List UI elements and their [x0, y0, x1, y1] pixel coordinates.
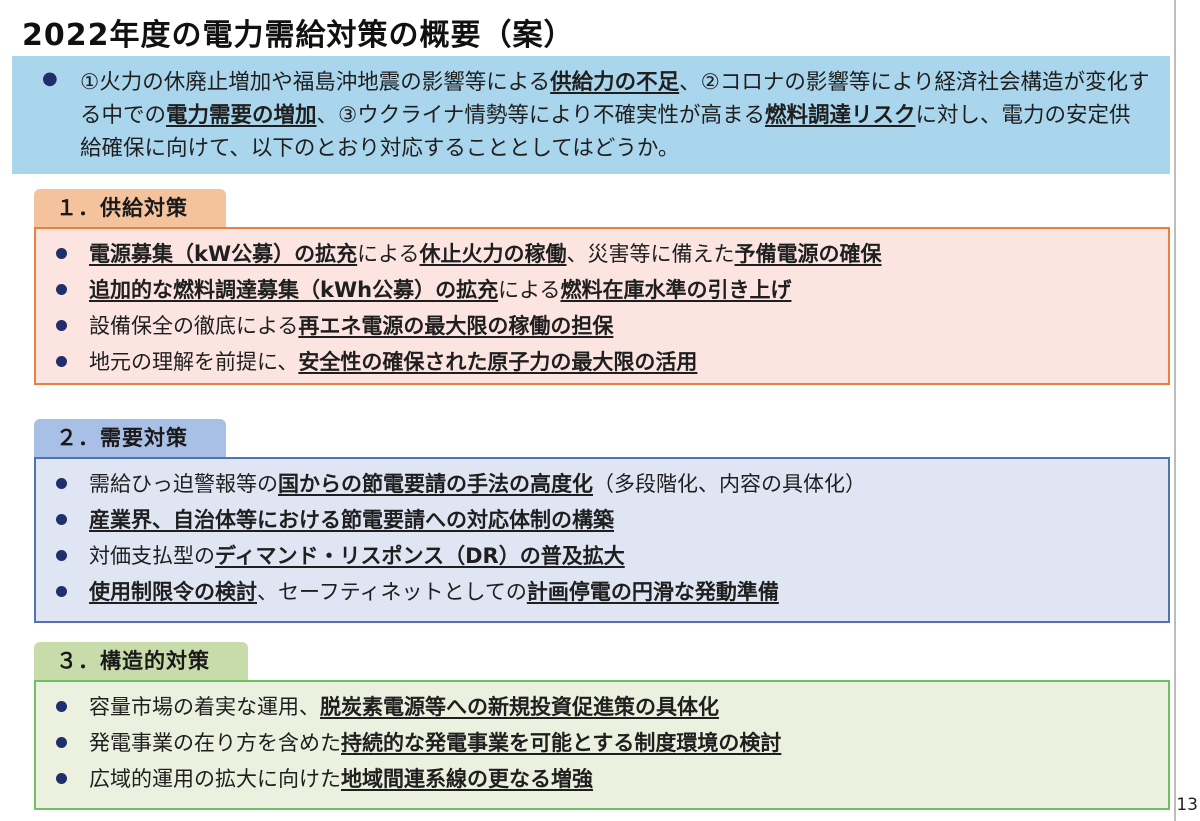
item-text: による [357, 242, 420, 266]
item-highlight: 燃料在庫水準の引き上げ [560, 278, 792, 302]
bullet-icon: ● [42, 68, 58, 89]
item-text: 、災害等に備えた [566, 242, 735, 266]
intro-box: ● ①火力の休廃止増加や福島沖地震の影響等による供給力の不足、②コロナの影響等に… [12, 56, 1170, 174]
list-item: 電源募集（kW公募）の拡充による休止火力の稼働、災害等に備えた予備電源の確保 [56, 235, 1168, 271]
item-highlight: 予備電源の確保 [734, 242, 882, 266]
section-label: ３．構造的対策 [34, 642, 248, 680]
section-label: １．供給対策 [34, 189, 226, 227]
bullet-icon [56, 477, 67, 489]
section-box: 電源募集（kW公募）の拡充による休止火力の稼働、災害等に備えた予備電源の確保 追… [34, 227, 1170, 385]
item-highlight: ディマンド・リスポンス（DR）の普及拡大 [215, 544, 625, 568]
list-item: 対価支払型のディマンド・リスポンス（DR）の普及拡大 [56, 537, 1168, 573]
intro-text-part: 、②コロナの影響等により経済社会構造が変化する中での [80, 70, 1150, 128]
item-highlight: 計画停電の円滑な発動準備 [526, 580, 779, 604]
list-item: 追加的な燃料調達募集（kWh公募）の拡充による燃料在庫水準の引き上げ [56, 271, 1168, 307]
bullet-icon [56, 283, 67, 295]
item-highlight: 使用制限令の検討 [89, 580, 257, 604]
list-item: 容量市場の着実な運用、脱炭素電源等への新規投資促進策の具体化 [56, 688, 1168, 724]
bullet-icon [56, 549, 67, 561]
item-highlight: 再エネ電源の最大限の稼働の担保 [298, 314, 614, 338]
intro-highlight-demand-increase: 電力需要の増加 [166, 103, 317, 128]
item-highlight: 持続的な発電事業を可能とする制度環境の検討 [341, 731, 782, 755]
intro-text: ①火力の休廃止増加や福島沖地震の影響等による供給力の不足、②コロナの影響等により… [80, 66, 1150, 165]
list-item: 発電事業の在り方を含めた持続的な発電事業を可能とする制度環境の検討 [56, 724, 1168, 760]
intro-text-part: 、③ウクライナ情勢等により不確実性が高まる [316, 103, 765, 128]
section-box: 需給ひっ迫警報等の国からの節電要請の手法の高度化（多段階化、内容の具体化） 産業… [34, 457, 1170, 623]
page-number: 13 [1176, 795, 1198, 815]
list-item: 設備保全の徹底による再エネ電源の最大限の稼働の担保 [56, 307, 1168, 343]
list-item: 産業界、自治体等における節電要請への対応体制の構築 [56, 501, 1168, 537]
intro-highlight-fuel-risk: 燃料調達リスク [764, 103, 916, 128]
list-item: 地元の理解を前提に、安全性の確保された原子力の最大限の活用 [56, 343, 1168, 379]
page-title: 2022年度の電力需給対策の概要（案） [22, 18, 575, 53]
item-highlight: 国からの節電要請の手法の高度化 [278, 472, 593, 496]
list-item: 使用制限令の検討、セーフティネットとしての計画停電の円滑な発動準備 [56, 573, 1168, 609]
item-highlight: 電源募集（kW公募）の拡充 [89, 242, 358, 266]
item-text: （多段階化、内容の具体化） [593, 472, 866, 496]
bullet-icon [56, 736, 67, 748]
item-highlight: 休止火力の稼働 [419, 242, 567, 266]
intro-text-part: に対し、電力の安定供給確保に向けて、以下のとおり対応することとしてはどうか。 [80, 103, 1131, 161]
intro-text-part: ①火力の休廃止増加や福島沖地震の影響等による [80, 70, 551, 95]
intro-highlight-supply-shortage: 供給力の不足 [550, 70, 680, 95]
list-item: 広域的運用の拡大に向けた地域間連系線の更なる増強 [56, 760, 1168, 796]
section-box: 容量市場の着実な運用、脱炭素電源等への新規投資促進策の具体化 発電事業の在り方を… [34, 680, 1170, 810]
bullet-icon [56, 513, 67, 525]
item-highlight: 追加的な燃料調達募集（kWh公募）の拡充 [89, 278, 499, 302]
item-text: 発電事業の在り方を含めた [89, 731, 341, 755]
list-item: 需給ひっ迫警報等の国からの節電要請の手法の高度化（多段階化、内容の具体化） [56, 465, 1168, 501]
bullet-icon [56, 355, 67, 367]
bullet-icon [56, 585, 67, 597]
item-highlight: 地域間連系線の更なる増強 [341, 767, 593, 791]
bullet-icon [56, 247, 67, 259]
bullet-icon [56, 700, 67, 712]
item-text: 広域的運用の拡大に向けた [89, 767, 341, 791]
item-text: 、セーフティネットとしての [257, 580, 527, 604]
item-highlight: 安全性の確保された原子力の最大限の活用 [298, 350, 698, 374]
item-text: 設備保全の徹底による [89, 314, 299, 338]
item-highlight: 脱炭素電源等への新規投資促進策の具体化 [320, 695, 719, 719]
bullet-icon [56, 319, 67, 331]
item-text: 地元の理解を前提に、 [89, 350, 299, 374]
item-text: 容量市場の着実な運用、 [89, 695, 320, 719]
item-text: による [498, 278, 561, 302]
item-highlight: 産業界、自治体等における節電要請への対応体制の構築 [89, 508, 614, 532]
item-text: 需給ひっ迫警報等の [89, 472, 278, 496]
item-text: 対価支払型の [89, 544, 215, 568]
bullet-icon [56, 772, 67, 784]
section-label: ２．需要対策 [34, 419, 226, 457]
